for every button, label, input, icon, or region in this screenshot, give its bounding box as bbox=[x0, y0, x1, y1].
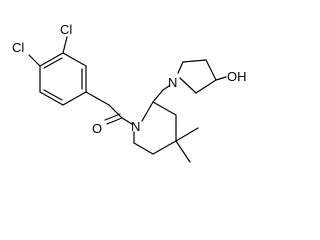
piperidine-ring bbox=[133, 101, 177, 155]
ring-bond bbox=[39, 52, 64, 67]
aryl-ch2-bond bbox=[85, 91, 110, 106]
carbonyl-double-bond bbox=[106, 117, 123, 125]
ch2-linker-bond bbox=[152, 89, 164, 103]
cl-upper-bond bbox=[62, 36, 68, 54]
ring-bond bbox=[179, 77, 197, 94]
ring-double-bond bbox=[43, 89, 63, 101]
ring-bond bbox=[152, 140, 177, 155]
ring-bond bbox=[205, 59, 217, 81]
ring-bond bbox=[62, 52, 87, 67]
ch2-linker-bond bbox=[162, 85, 170, 91]
carbonyl-oxygen-label: O bbox=[92, 121, 102, 136]
hydroxyl-bond bbox=[215, 76, 227, 81]
ring-bond bbox=[177, 61, 184, 74]
ring-bond bbox=[133, 142, 154, 155]
ring-bond bbox=[195, 79, 217, 94]
ring-double-bond bbox=[43, 57, 63, 69]
chlorine-lower-label: Cl bbox=[12, 40, 24, 55]
ring-bond bbox=[39, 91, 64, 106]
carbonyl-n-bond bbox=[121, 117, 133, 125]
ring-bond bbox=[141, 101, 154, 122]
ring-bond bbox=[182, 59, 207, 63]
dichlorophenyl-ring bbox=[39, 52, 87, 106]
ring-bond bbox=[152, 101, 177, 116]
hydroxyl-label: OH bbox=[227, 69, 247, 84]
piperidine-nitrogen-label: N bbox=[131, 119, 140, 134]
ch2-carbonyl-bond bbox=[108, 104, 123, 119]
cl-lower-bond bbox=[28, 54, 41, 67]
pyrrolidine-nitrogen-label: N bbox=[168, 75, 177, 90]
methyl-bond bbox=[175, 140, 191, 163]
carbonyl-double-bond bbox=[104, 113, 121, 121]
pyrrolidine-ring bbox=[177, 59, 217, 94]
methyl-bond bbox=[175, 127, 199, 142]
chlorine-upper-label: Cl bbox=[60, 22, 72, 37]
ring-bond bbox=[62, 91, 87, 106]
chemical-structure-diagram: Cl Cl O N N OH bbox=[12, 22, 247, 163]
